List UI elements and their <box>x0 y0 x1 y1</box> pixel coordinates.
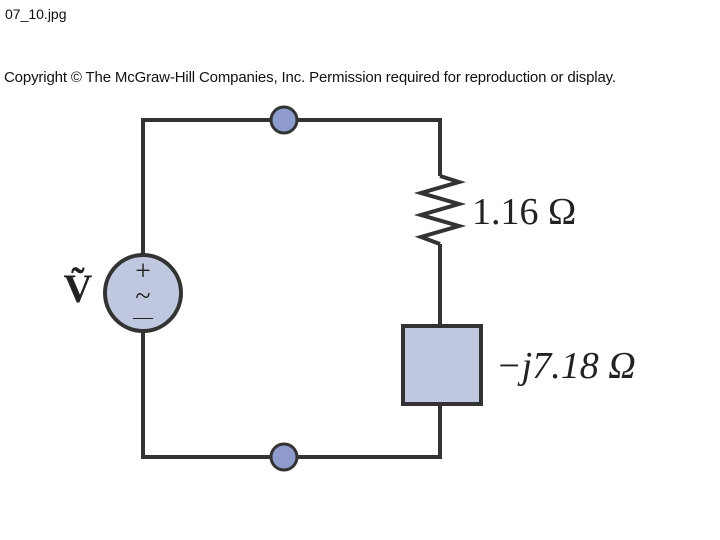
source-voltage-label: Ṽ <box>64 266 93 311</box>
wire-top <box>141 118 442 255</box>
wire-bottom <box>141 331 442 459</box>
copyright-notice: Copyright © The McGraw-Hill Companies, I… <box>4 69 616 86</box>
capacitor-impedance-box <box>401 324 483 406</box>
circuit-wires <box>141 118 442 459</box>
resistor-value-label: 1.16 Ω <box>472 191 576 233</box>
source-minus-sign: — <box>132 306 154 328</box>
source-tilde-sign: ~ <box>135 281 150 312</box>
ac-voltage-source: + ~ — <box>103 253 183 333</box>
resistor-symbol <box>413 174 467 246</box>
terminal-top <box>269 105 299 135</box>
terminal-bottom <box>269 442 299 472</box>
capacitor-value-label: −j7.18 Ω <box>496 345 636 387</box>
source-plus-sign: + <box>135 256 151 287</box>
file-name: 07_10.jpg <box>5 6 67 22</box>
